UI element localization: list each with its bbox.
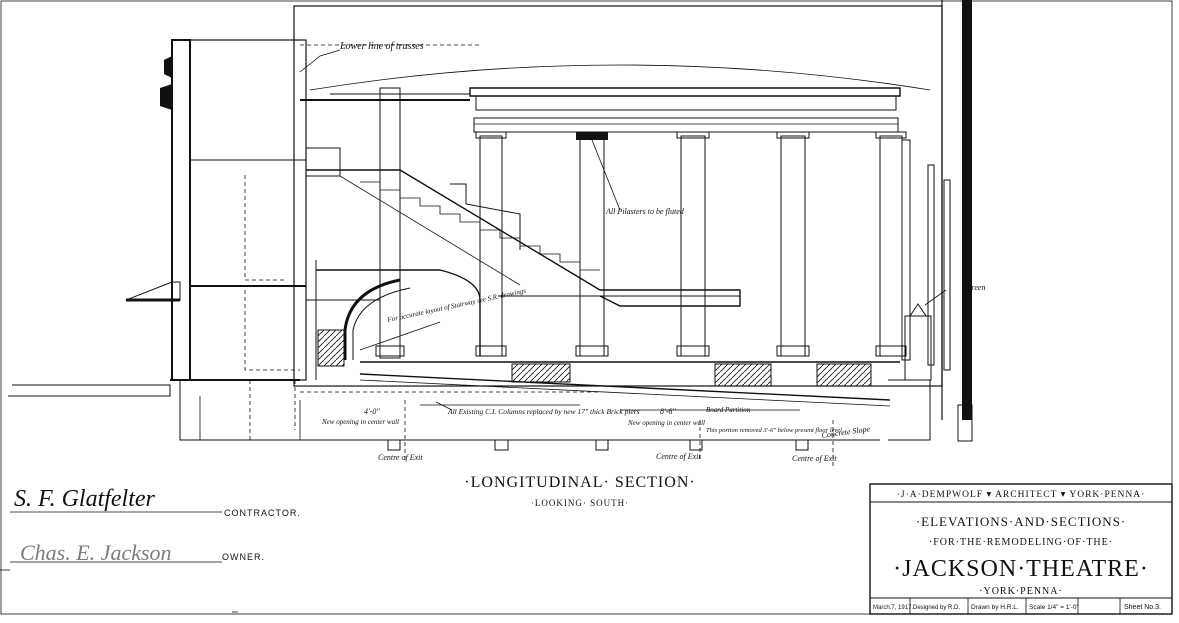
title-line-1: ·ELEVATIONS·AND·SECTIONS· (916, 514, 1126, 529)
contractor-signature: S. F. Glatfelter (14, 486, 156, 512)
note-exit-3: Centre of Exit (792, 454, 837, 463)
columns (375, 87, 951, 371)
title-line-2: ·FOR·THE·REMODELING·OF·THE· (929, 537, 1113, 548)
longitudinal-section-drawing (8, 0, 973, 466)
title-line-4: ·YORK·PENNA· (979, 586, 1063, 597)
drawn-by: Drawn by H.R.L. (971, 604, 1019, 611)
note-dim-1: 4'-0" (364, 407, 380, 416)
note-columns: All Existing C.I. Columns replaced by ne… (447, 407, 640, 416)
designed-by: Designed by R.D. (913, 605, 960, 611)
architect-line: ·J·A·DEMPWOLF ▾ ARCHITECT ▾ YORK·PENNA· (897, 490, 1146, 500)
note-trusses: Lower line of trusses (339, 41, 424, 52)
note-new-opening-2: New opening in center wall (627, 419, 705, 427)
contractor-role: CONTRACTOR. (224, 508, 301, 518)
note-new-opening-1: New opening in center wall (321, 418, 399, 426)
note-stairway: For accurate layout of Stairway see S.R.… (386, 287, 527, 324)
note-screen: Screen (964, 283, 985, 292)
owner-role: OWNER. (222, 552, 265, 562)
signatures: S. F. Glatfelter CONTRACTOR. Chas. E. Ja… (10, 486, 301, 565)
note-exit-2: Centre of Exit (656, 452, 701, 461)
drawing-date: March.7, 1917. (873, 605, 913, 611)
section-subtitle: ·LOOKING· SOUTH· (531, 498, 629, 508)
sheet-number: Sheet No.3. (1124, 604, 1161, 611)
title-line-3: ·JACKSON·THEATRE· (893, 556, 1149, 582)
section-title: ·LONGITUDINAL· SECTION· (464, 474, 695, 491)
title-block: ·J·A·DEMPWOLF ▾ ARCHITECT ▾ YORK·PENNA· … (869, 483, 1173, 615)
owner-signature: Chas. E. Jackson (20, 540, 172, 565)
note-portion-removed: This portion removed 3'-6" below present… (706, 427, 842, 434)
note-exit-1: Centre of Exit (378, 453, 423, 462)
drawing-scale: Scale 1/4" = 1'-0" (1029, 604, 1079, 611)
note-dim-2: 8'-6" (660, 407, 676, 416)
note-pilasters: All Pilasters to be fluted (605, 207, 685, 216)
note-board-partition: Board Partition (706, 406, 751, 414)
